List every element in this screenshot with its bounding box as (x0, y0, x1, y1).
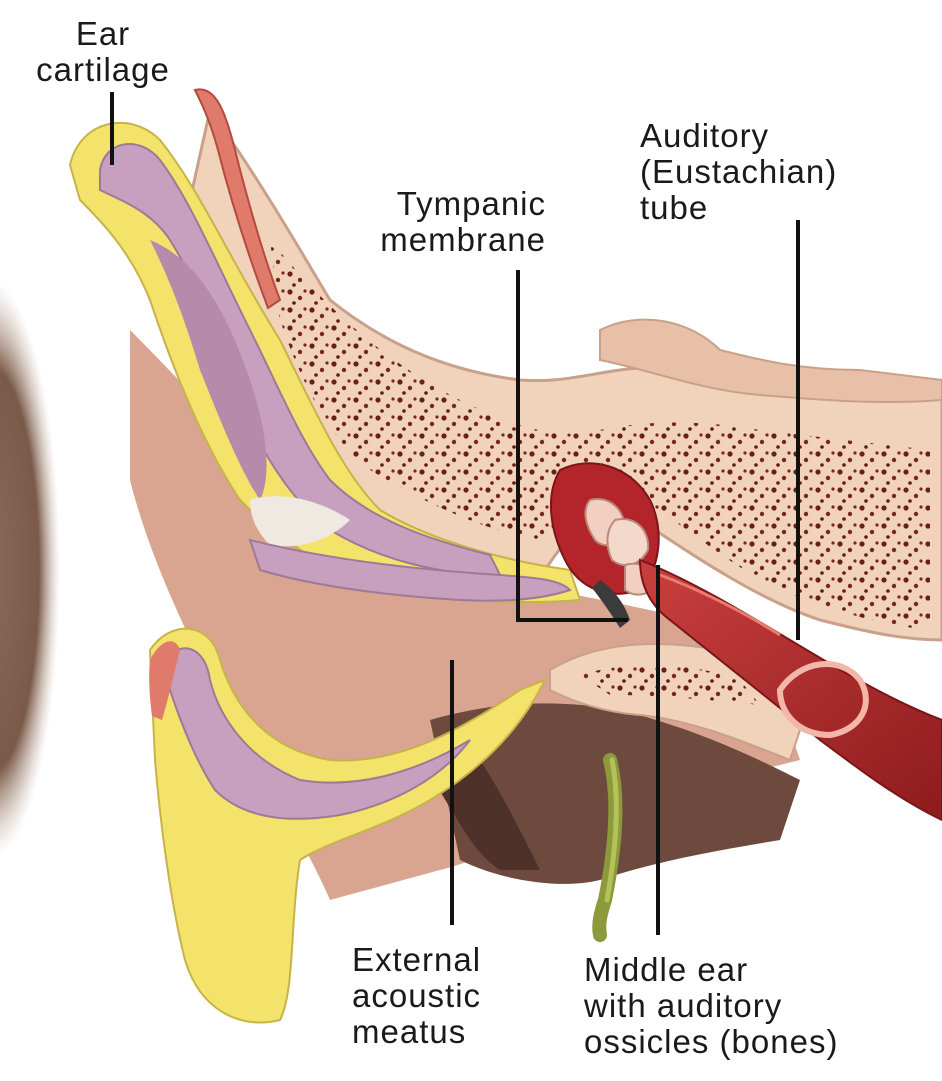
label-external-line3: meatus (352, 1014, 532, 1050)
label-external-line2: acoustic (352, 978, 532, 1014)
label-auditory-tube-line3: tube (640, 190, 900, 226)
label-external-acoustic-meatus: External acoustic meatus (352, 942, 532, 1050)
label-tympanic-membrane-line1: Tympanic (330, 186, 546, 222)
label-middle-ear-line3: ossicles (bones) (584, 1024, 934, 1060)
label-auditory-tube: Auditory (Eustachian) tube (640, 118, 900, 226)
label-middle-ear: Middle ear with auditory ossicles (bones… (584, 952, 934, 1060)
label-ear-cartilage-line1: Ear (18, 16, 188, 52)
label-auditory-tube-line2: (Eustachian) (640, 154, 900, 190)
label-external-line1: External (352, 942, 532, 978)
label-ear-cartilage: Ear cartilage (18, 16, 188, 88)
label-tympanic-membrane: Tympanic membrane (330, 186, 546, 258)
label-auditory-tube-line1: Auditory (640, 118, 900, 154)
head-silhouette (0, 280, 60, 860)
label-middle-ear-line2: with auditory (584, 988, 934, 1024)
label-ear-cartilage-line2: cartilage (18, 52, 188, 88)
label-middle-ear-line1: Middle ear (584, 952, 934, 988)
label-tympanic-membrane-line2: membrane (330, 222, 546, 258)
